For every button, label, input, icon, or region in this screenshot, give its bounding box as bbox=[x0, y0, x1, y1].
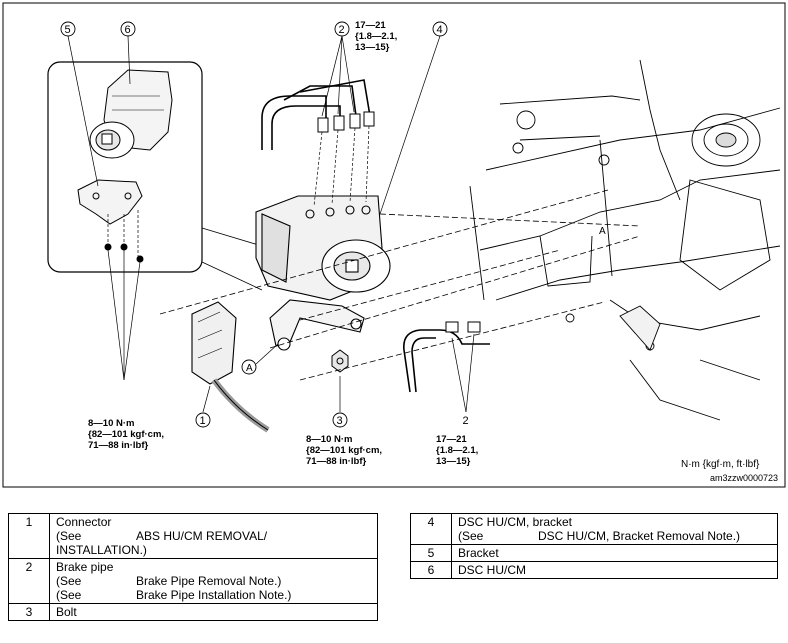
bolt bbox=[331, 349, 349, 373]
svg-text:A: A bbox=[599, 226, 606, 237]
callout-number: 6 bbox=[125, 24, 131, 36]
part-description: Bracket bbox=[451, 544, 778, 562]
callout-number: 2 bbox=[463, 415, 469, 427]
part-note-reference[interactable]: DSC HU/CM, Bracket Removal Note.) bbox=[538, 529, 741, 543]
ref-marker-a-left: A bbox=[241, 343, 279, 375]
ref-marker-a-right: A bbox=[599, 226, 606, 237]
part-note-reference[interactable]: Brake Pipe Installation Note.) bbox=[136, 588, 292, 602]
part-name: Connector bbox=[56, 515, 112, 529]
brake-pipes-top bbox=[261, 79, 371, 150]
part-note-reference[interactable]: Brake Pipe Removal Note.) bbox=[136, 574, 282, 588]
torque-spec-bolt: 8—10 N·m {82—101 kgf·cm, 71—88 in·lbf} bbox=[306, 434, 383, 467]
callout-numbers: 5 6 2 4 1 3 2 bbox=[65, 24, 469, 427]
ref-letter: A bbox=[246, 363, 253, 374]
callout-number: 4 bbox=[437, 24, 443, 36]
main-hu-cm bbox=[255, 195, 391, 301]
alignment-lines bbox=[159, 189, 641, 381]
main-bracket bbox=[269, 299, 365, 351]
exploded-view-diagram: A A 5 6 2 4 1 3 2 bbox=[2, 2, 786, 488]
callout-number: 2 bbox=[339, 24, 345, 36]
parts-row: 6 DSC HU/CM bbox=[410, 561, 778, 579]
parts-row: 5 Bracket bbox=[410, 544, 778, 562]
part-note-reference[interactable]: ABS HU/CM REMOVAL/ bbox=[136, 529, 268, 543]
part-number: 1 bbox=[8, 513, 50, 559]
torque-spec-inset-bolts: 8—10 N·m {82—101 kgf·cm, 71—88 in·lbf} bbox=[88, 418, 165, 451]
parts-row: 3 Bolt bbox=[8, 603, 378, 621]
part-description: Bolt bbox=[49, 603, 378, 621]
part-name: Brake pipe bbox=[56, 560, 114, 574]
unit-note: N·m {kgf·m, ft·lbf} bbox=[681, 459, 760, 470]
connector bbox=[191, 301, 270, 433]
inset-detail bbox=[47, 35, 263, 381]
part-number: 6 bbox=[410, 561, 452, 579]
part-number: 5 bbox=[410, 544, 452, 562]
brake-pipe-bottom bbox=[403, 329, 490, 393]
part-note-reference[interactable]: INSTALLATION.) bbox=[56, 543, 147, 557]
callout-number: 1 bbox=[200, 415, 206, 427]
torque-spec-brake-pipe-top: 17—21 {1.8—2.1, 13—15} bbox=[355, 20, 398, 53]
figure-code: am3zzw0000723 bbox=[709, 473, 778, 483]
mini-bracket bbox=[77, 179, 143, 225]
part-name: Bolt bbox=[56, 605, 77, 619]
torque-spec-brake-pipe-bottom: 17—21 {1.8—2.1, 13—15} bbox=[436, 434, 479, 467]
part-name: DSC HU/CM bbox=[458, 563, 526, 577]
callout-number: 5 bbox=[65, 24, 71, 36]
part-name: DSC HU/CM, bracket bbox=[458, 515, 573, 529]
part-description: DSC HU/CM bbox=[451, 561, 778, 579]
callout-number: 3 bbox=[337, 415, 343, 427]
part-number: 2 bbox=[8, 558, 50, 604]
part-note: INSTALLATION.) bbox=[56, 543, 371, 557]
diagram-frame bbox=[2, 2, 786, 488]
part-number: 4 bbox=[410, 513, 452, 545]
callout-circles bbox=[60, 21, 448, 428]
mini-hu-cm bbox=[89, 69, 173, 159]
part-name: Bracket bbox=[458, 546, 499, 560]
part-number: 3 bbox=[8, 603, 50, 621]
vehicle-body bbox=[469, 59, 781, 421]
